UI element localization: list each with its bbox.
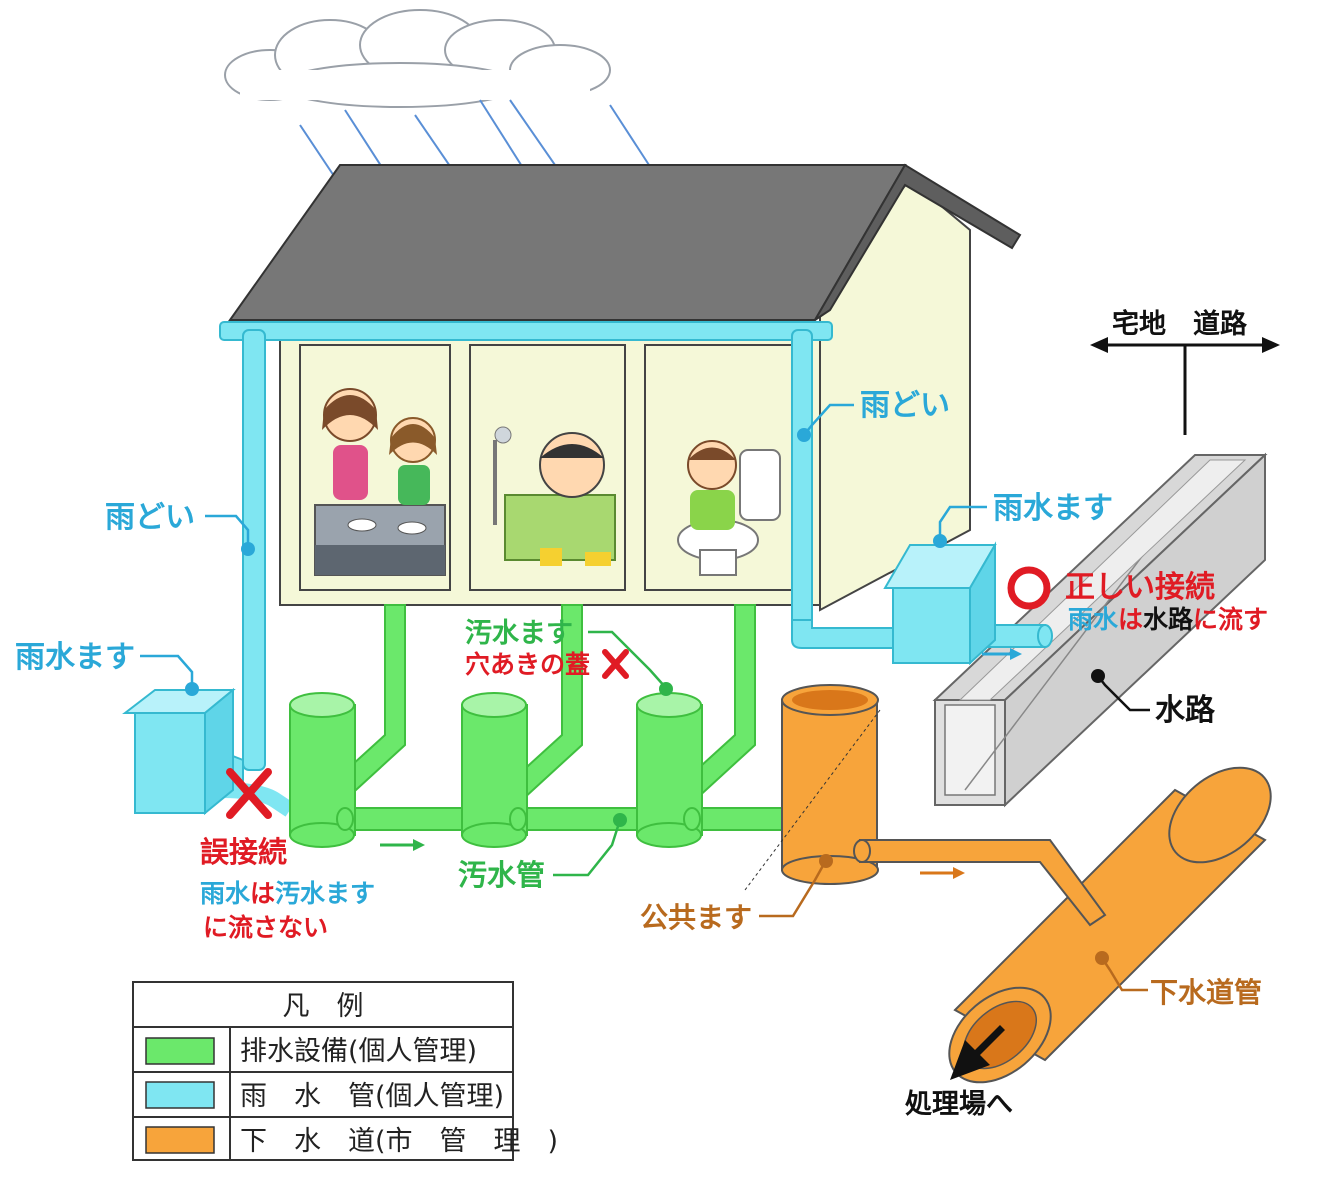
sewer-main-label: 下水道管 [1150, 976, 1262, 1009]
correct-connection-title: 正しい接続 [1065, 570, 1215, 605]
rain-basin-left [122, 687, 236, 816]
to-plant-label: 処理場へ [905, 1088, 1013, 1120]
leader-lines [140, 403, 1150, 992]
legend-swatch-drain [145, 1037, 215, 1065]
rain-basin-right-label: 雨水ます [993, 491, 1113, 526]
wrong-connection-title: 誤接続 [200, 835, 287, 869]
toilet-child-icon [677, 440, 781, 576]
perforated-lid-label: 穴あきの蓋 [465, 650, 590, 679]
correct-circle-icon [1007, 566, 1051, 610]
plot-road-label: 宅地 道路 [1112, 308, 1248, 340]
rain-basin-left-label: 雨水ます [15, 640, 135, 675]
legend-label-rain: 雨 水 管(個人管理) [240, 1081, 504, 1112]
wrong-connection-line1: 雨水は汚水ます [200, 879, 375, 908]
sewer-main-pipe [948, 766, 1272, 1084]
wrong-x-icon [226, 768, 272, 819]
rain-cloud-icon [224, 9, 611, 108]
wrong-connection-line2: に流さない [203, 913, 328, 942]
flow-arrows [380, 648, 1022, 879]
public-basin [781, 684, 1107, 927]
amadoi-right-label: 雨どい [860, 388, 950, 423]
bath-person-icon [493, 426, 616, 566]
amadoi-left-label: 雨どい [105, 500, 195, 535]
public-basin-label: 公共ます [640, 901, 752, 934]
correct-connection-sub: 雨水は水路に流す [1068, 605, 1268, 634]
legend: 凡 例 排水設備(個人管理) 雨 水 管(個人管理) 下 水 道(市 管 理 ) [132, 981, 558, 1161]
rain-basin-right [883, 541, 997, 666]
kitchen-people-icon [314, 388, 446, 576]
channel-label: 水路 [1155, 693, 1216, 728]
small-x-icon [602, 649, 629, 679]
legend-swatch-rain [145, 1081, 215, 1109]
leader-dots [185, 428, 1109, 965]
arrow-to-plant-icon [950, 1025, 1005, 1080]
sewage-basin-label: 汚水ます [465, 618, 573, 649]
legend-label-drain: 排水設備(個人管理) [240, 1036, 477, 1067]
legend-swatch-sewer [145, 1126, 215, 1154]
legend-title: 凡 例 [283, 991, 364, 1022]
sewage-basins [289, 692, 703, 848]
legend-label-sewer: 下 水 道(市 管 理 ) [240, 1126, 558, 1157]
sewage-pipe-label: 汚水管 [458, 858, 545, 892]
